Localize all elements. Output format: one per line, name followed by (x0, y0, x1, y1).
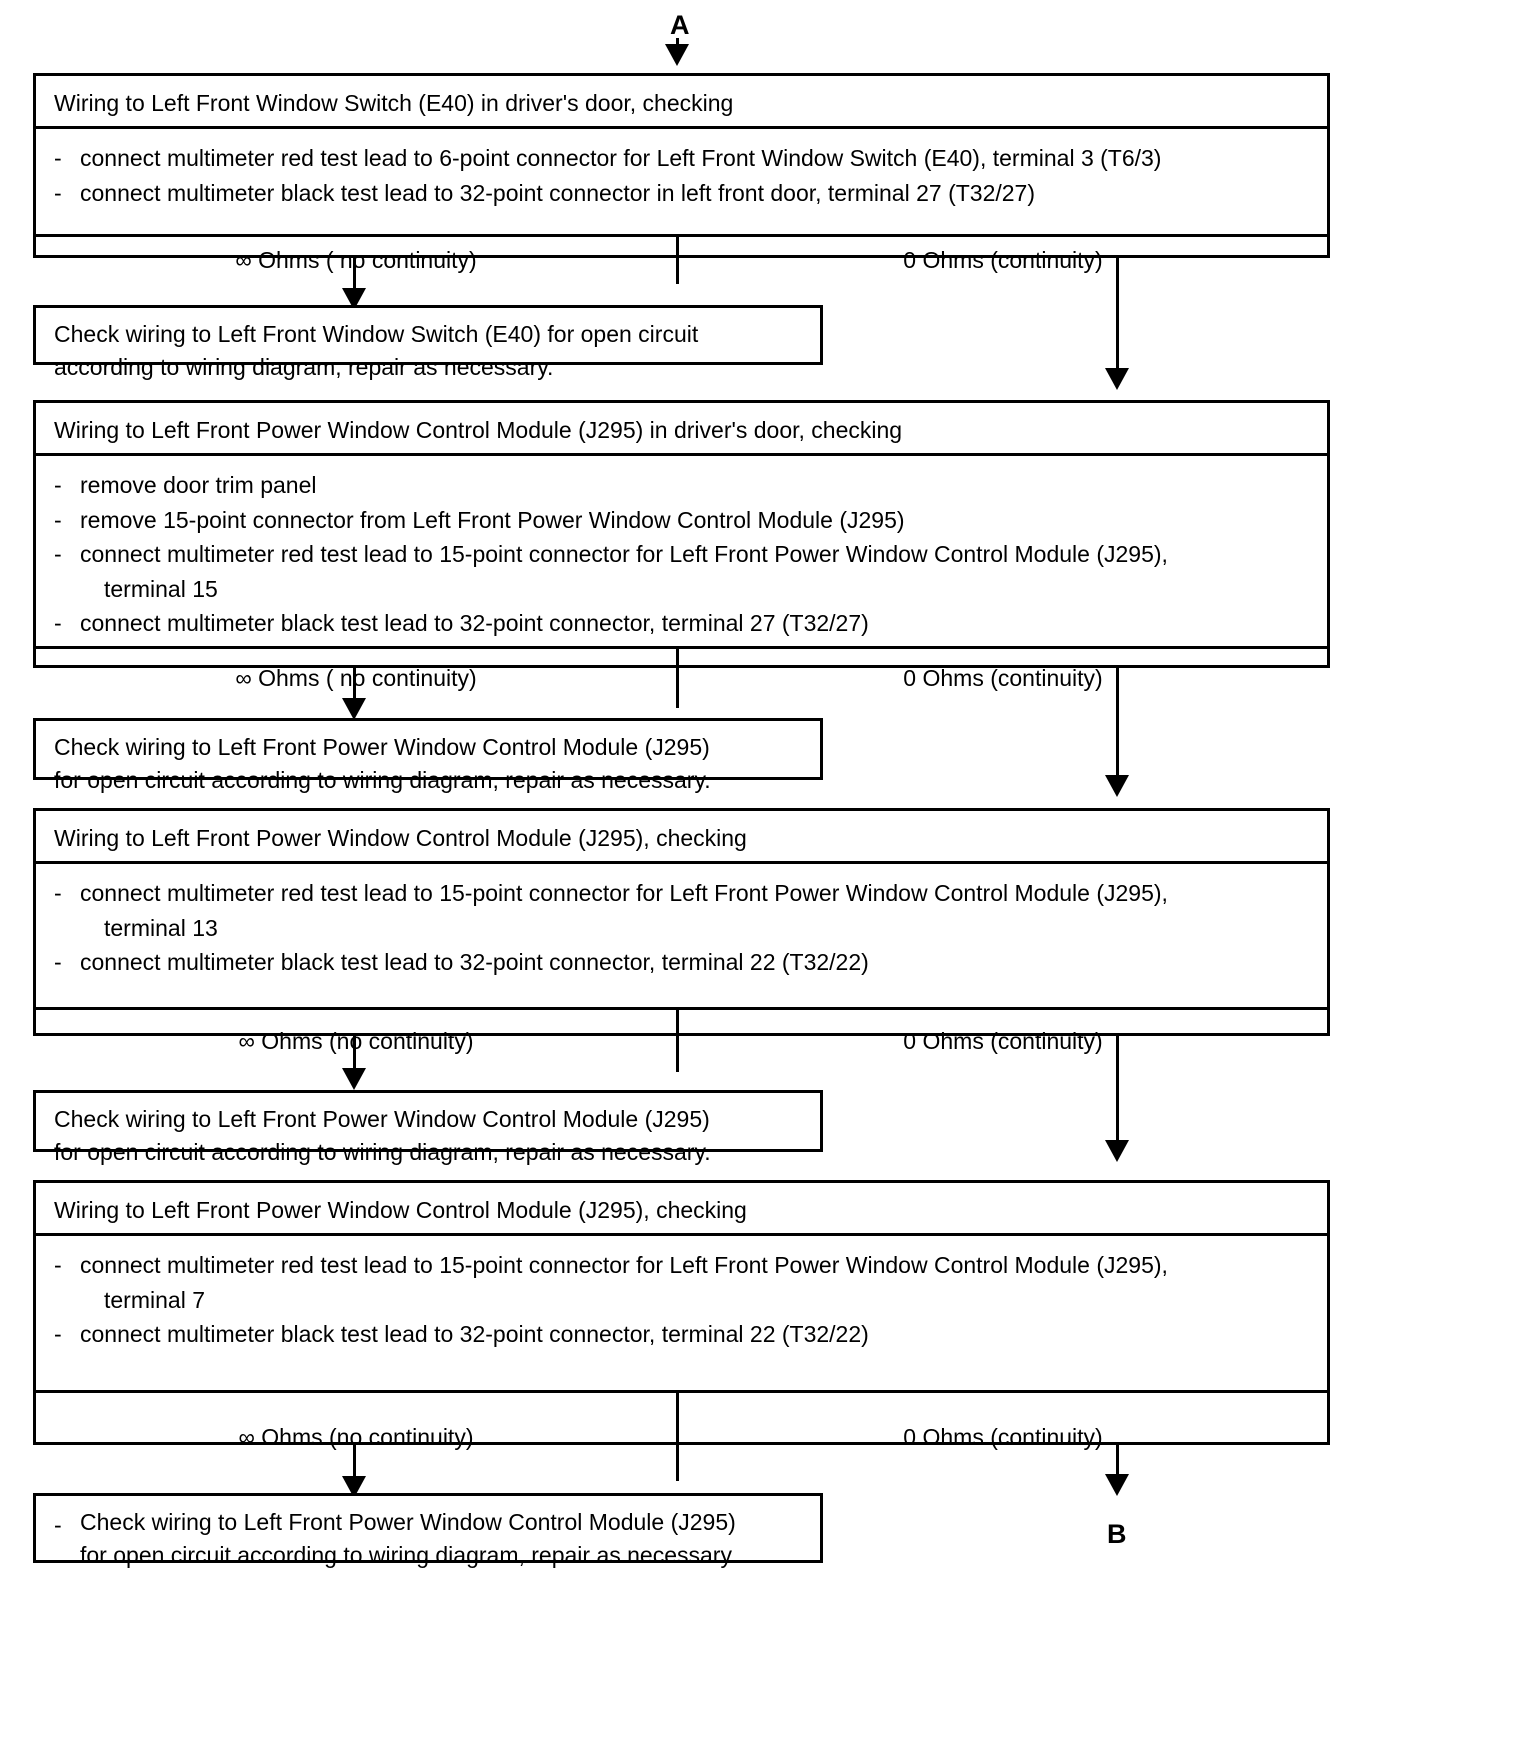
arrow-step4-right-line (1116, 1445, 1119, 1487)
result-no-continuity: ∞ Ohms (no continuity) (36, 1010, 679, 1072)
step-4-instructions: connect multimeter red test lead to 15-p… (36, 1236, 1327, 1393)
instruction-item: connect multimeter red test lead to 15-p… (36, 539, 1327, 570)
arrow-step4-left-line (353, 1445, 356, 1489)
arrow-a-head (665, 44, 689, 66)
test-box-step-2: Wiring to Left Front Power Window Contro… (33, 400, 1330, 708)
step-1-results: ∞ Ohms ( no continuity) 0 Ohms (continui… (36, 237, 1327, 284)
result-no-continuity: ∞ Ohms (no continuity) (36, 1393, 679, 1481)
result-continuity: 0 Ohms (continuity) (903, 665, 1103, 691)
arrow-step1-left-line (353, 258, 356, 302)
action-box-1: Check wiring to Left Front Window Switch… (33, 305, 823, 380)
instruction-item: connect multimeter black test lead to 32… (36, 608, 1327, 639)
step-3-results: ∞ Ohms (no continuity) 0 Ohms (continuit… (36, 1010, 1327, 1072)
instruction-item: connect multimeter black test lead to 32… (36, 947, 1327, 978)
result-no-continuity: ∞ Ohms ( no continuity) (36, 649, 679, 708)
arrow-step3-right-head (1105, 1140, 1129, 1162)
instruction-item-continuation: terminal 15 (104, 575, 218, 602)
instruction-item: connect multimeter red test lead to 6-po… (36, 143, 1327, 174)
action-2-line-1: Check wiring to Left Front Power Window … (54, 734, 710, 760)
step-1-title: Wiring to Left Front Window Switch (E40)… (36, 76, 1327, 129)
action-box-2: Check wiring to Left Front Power Window … (33, 718, 823, 793)
instruction-item: connect multimeter red test lead to 15-p… (36, 1250, 1327, 1281)
arrow-step4-right-head (1105, 1474, 1129, 1496)
step-2-title: Wiring to Left Front Power Window Contro… (36, 403, 1327, 456)
instruction-item: connect multimeter black test lead to 32… (36, 1319, 1327, 1350)
action-1-line-1: Check wiring to Left Front Window Switch… (54, 321, 699, 347)
arrow-step2-left-head (342, 698, 366, 720)
result-continuity: 0 Ohms (continuity) (903, 1423, 1103, 1450)
instruction-item: connect multimeter black test lead to 32… (36, 178, 1327, 209)
instruction-item: remove door trim panel (36, 470, 1327, 501)
arrow-step3-right-line (1116, 1036, 1119, 1156)
test-box-step-1: Wiring to Left Front Window Switch (E40)… (33, 73, 1330, 284)
instruction-item-continuation: terminal 13 (104, 914, 218, 941)
arrow-step4-left-head (342, 1476, 366, 1498)
arrow-step2-right-line (1116, 668, 1119, 788)
arrow-step1-left-head (342, 288, 366, 310)
action-box-4: Check wiring to Left Front Power Window … (33, 1493, 823, 1568)
arrow-step1-right-line (1116, 258, 1119, 378)
result-continuity: 0 Ohms (continuity) (903, 247, 1103, 273)
arrow-step3-left-line (353, 1036, 356, 1084)
result-continuity: 0 Ohms (continuity) (903, 1027, 1103, 1054)
step-1-instructions: connect multimeter red test lead to 6-po… (36, 129, 1327, 237)
action-4-line-2: for open circuit according to wiring dia… (80, 1541, 737, 1568)
action-1-line-2: according to wiring diagram, repair as n… (54, 353, 554, 380)
test-box-step-4: Wiring to Left Front Power Window Contro… (33, 1180, 1330, 1481)
step-3-title: Wiring to Left Front Power Window Contro… (36, 811, 1327, 864)
action-3-line-1: Check wiring to Left Front Power Window … (54, 1106, 710, 1132)
result-no-continuity: ∞ Ohms ( no continuity) (36, 237, 679, 284)
arrow-step3-left-head (342, 1068, 366, 1090)
action-4-line-1: Check wiring to Left Front Power Window … (54, 1509, 736, 1535)
arrow-step2-left-line (353, 668, 356, 713)
arrow-step2-right-head (1105, 775, 1129, 797)
action-3-line-2: for open circuit according to wiring dia… (54, 1138, 711, 1165)
action-box-3: Check wiring to Left Front Power Window … (33, 1090, 823, 1165)
step-4-title: Wiring to Left Front Power Window Contro… (36, 1183, 1327, 1236)
step-4-results: ∞ Ohms (no continuity) 0 Ohms (continuit… (36, 1393, 1327, 1481)
connector-label-b: B (1107, 1519, 1127, 1549)
instruction-item-continuation: terminal 7 (104, 1286, 205, 1313)
test-box-step-3: Wiring to Left Front Power Window Contro… (33, 808, 1330, 1072)
connector-label-a: A (670, 10, 690, 40)
action-2-line-2: for open circuit according to wiring dia… (54, 766, 711, 793)
step-2-instructions: remove door trim panel remove 15-point c… (36, 456, 1327, 649)
instruction-item: remove 15-point connector from Left Fron… (36, 505, 1327, 536)
arrow-step1-right-head (1105, 368, 1129, 390)
step-2-results: ∞ Ohms ( no continuity) 0 Ohms (continui… (36, 649, 1327, 708)
step-3-instructions: connect multimeter red test lead to 15-p… (36, 864, 1327, 1010)
instruction-item: connect multimeter red test lead to 15-p… (36, 878, 1327, 909)
